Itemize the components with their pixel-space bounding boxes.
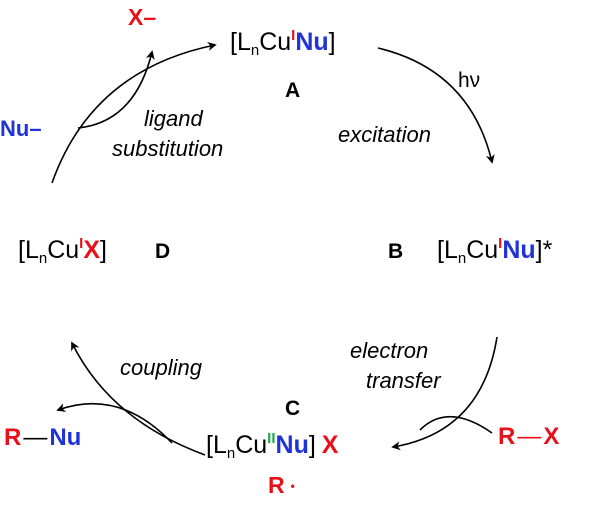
label-b: B [388,240,404,263]
oxidation-state: I [498,235,503,252]
halide-ligand: X [83,236,101,264]
label-c: C [285,397,301,420]
oxidation-state: I [291,27,296,44]
complex-a: [LnCuINu] [230,27,336,58]
excitation-arrow [377,47,495,164]
counter-anion: X [321,431,339,459]
copper-symbol: Cu [235,431,268,459]
oxidation-state: I [79,235,84,252]
bracket-open: [L [206,431,227,459]
copper-symbol: Cu [47,236,80,264]
r-group: R [268,472,285,498]
electron-label: electron [350,338,429,363]
alkyl-radical: R• [268,474,295,497]
oxidation-state: II [267,430,276,447]
bracket-close: ]* [535,236,553,264]
rx-incoming-curve [419,415,493,434]
transfer-label: transfer [366,368,441,393]
nucleophile: Nu [49,424,82,451]
substitution-label: substitution [112,136,224,161]
hv-label: hν [458,69,481,92]
bracket-open: [L [230,28,251,56]
subscript-n: n [457,250,467,267]
nu-minus: Nu– [0,116,42,141]
coupling-label: coupling [120,355,202,380]
subscript-n: n [38,250,48,267]
complex-d: [LnCuIX] [18,235,107,266]
r-group: R [4,424,22,451]
alkyl-halide: R—X [498,425,559,449]
bracket-close: ] [328,28,336,56]
label-d: D [155,240,171,263]
complex-b: [LnCuINu]* [437,235,553,266]
subscript-n: n [250,42,260,59]
bond: — [517,423,542,450]
radical-dot: • [290,479,295,493]
nu-x-exchange-arrow [77,50,155,129]
copper-symbol: Cu [466,236,499,264]
nucleophile-ligand: Nu [295,28,329,56]
complex-c: [LnCuIINu]X [206,430,339,461]
copper-symbol: Cu [259,28,292,56]
nucleophile-ligand: Nu [275,431,309,459]
label-a: A [285,79,301,102]
x-minus: X– [128,4,157,30]
halide: X [543,423,560,450]
bracket-open: [L [18,236,39,264]
subscript-n: n [226,445,236,462]
excitation-label: excitation [338,122,431,147]
r-group: R [498,423,516,450]
bracket-open: [L [437,236,458,264]
nucleophile-ligand: Nu [502,236,536,264]
ligand-label: ligand [144,106,203,131]
bond: — [23,424,48,451]
ligand-substitution-arrow [51,42,217,184]
bracket-close: ] [308,431,316,459]
bracket-close: ] [100,236,107,264]
electron-transfer-arrow [391,336,498,451]
coupling-product: R—Nu [4,426,81,450]
rnu-release-arrow [56,403,173,444]
